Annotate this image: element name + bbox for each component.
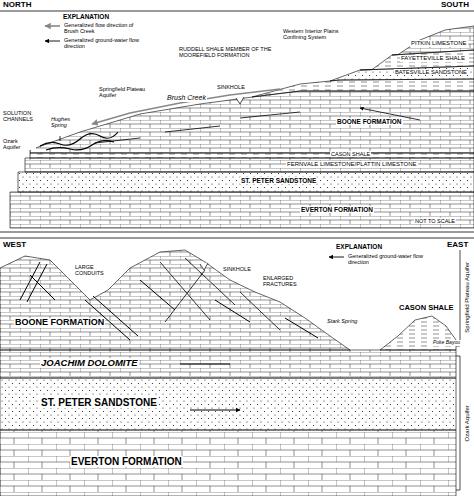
compass-label: NORTH (2, 1, 32, 10)
compass-label: SOUTH (440, 1, 470, 10)
feature-label: ENLARGED FRACTURES (262, 275, 312, 287)
fernvale-layer (25, 158, 474, 172)
frame-line (0, 11, 474, 12)
pitkin-layer (392, 26, 474, 55)
spring-label: Hughes Spring (50, 116, 84, 128)
aquifer-label: Springfield Plateau Aquifer (464, 260, 471, 333)
legend-item: Generalized flow direction of Brush Cree… (42, 22, 146, 34)
formation-label: ST. PETER SANDSTONE (240, 177, 317, 184)
formation-label: BOONE FORMATION (14, 318, 105, 328)
st-peter-layer (0, 378, 456, 430)
cason-layer (30, 153, 474, 158)
ruddell-layer (252, 79, 474, 97)
feature-label: LARGE CONDUITS (74, 264, 120, 276)
legend-item: Generalized ground-water flow direction (42, 37, 146, 49)
creek-label: Brush Creek (166, 94, 207, 102)
formation-label: CASON SHALE (398, 304, 455, 312)
everton-layer (0, 430, 456, 496)
formation-label: ST. PETER SANDSTONE (40, 397, 158, 408)
aquifer-label: Springfield Plateau Aquifer (98, 86, 156, 98)
legend-item: Generalized ground-water flow direction (326, 253, 430, 265)
formation-label: RUDDELL SHALE MEMBER OF THE MOOREFIELD F… (178, 46, 278, 58)
legend-sample (326, 253, 346, 261)
legend-sample (42, 37, 62, 45)
formation-label: FAYETTEVILLE SHALE (400, 55, 466, 62)
sinkhole-symbol (236, 97, 244, 104)
formation-label: BATESVILLE SANDSTONE (394, 69, 468, 75)
formation-label: EVERTON FORMATION (300, 206, 374, 213)
formation-label: BOONE FORMATION (336, 118, 403, 125)
boone-hills (0, 250, 350, 350)
enlarged-fractures (160, 258, 280, 330)
compass-label: EAST (446, 241, 469, 250)
legend-arrow (45, 25, 60, 27)
formation-label: JOACHIM DOLOMITE (40, 358, 139, 368)
formation-label: CASON SHALE (330, 151, 371, 157)
formation-label: EVERTON FORMATION (70, 456, 183, 467)
everton-layer (10, 192, 474, 228)
spring-mark (60, 136, 61, 141)
groundwater-arrows (30, 275, 318, 410)
legend-text: Generalized ground-water flow direction (64, 37, 146, 49)
st-peter-layer (18, 172, 474, 192)
sinkhole-symbol (200, 263, 208, 270)
legend-heading: EXPLANATION (62, 13, 110, 20)
legend-text: Generalized ground-water flow direction (348, 253, 430, 265)
aquifer-label: Ozark Aquifer (2, 138, 36, 150)
legend-arrow (329, 257, 344, 258)
legend-arrow (45, 41, 60, 42)
feature-label: SOLUTION CHANNELS (2, 110, 46, 122)
feature-label: SINKHOLE (222, 266, 252, 272)
scale-note: NOT TO SCALE (414, 218, 456, 224)
groundwater-arrows (95, 108, 420, 143)
panel-divider (0, 232, 474, 238)
formation-label: PITKIN LIMESTONE (410, 40, 468, 47)
legend-heading: EXPLANATION (335, 243, 383, 250)
solution-channels (40, 132, 118, 150)
stream-label: Poke Bayou (432, 340, 461, 346)
legend-sample (42, 22, 62, 30)
batesville-layer (330, 66, 474, 81)
legend-text: Generalized flow direction of Brush Cree… (64, 22, 146, 34)
aquifer-label: Ozark Aquifer (464, 404, 471, 442)
compass-label: WEST (2, 241, 27, 250)
feature-label: SINKHOLE (216, 84, 246, 90)
formation-label: FERNVALE LIMESTONE/PLATTIN LIMESTONE (286, 161, 418, 168)
spring-label: Stark Spring (326, 318, 358, 324)
aquifer-brackets (456, 248, 460, 490)
confining-system-label: Western Interior Plains Confining System (282, 28, 356, 40)
large-conduits (20, 262, 138, 340)
